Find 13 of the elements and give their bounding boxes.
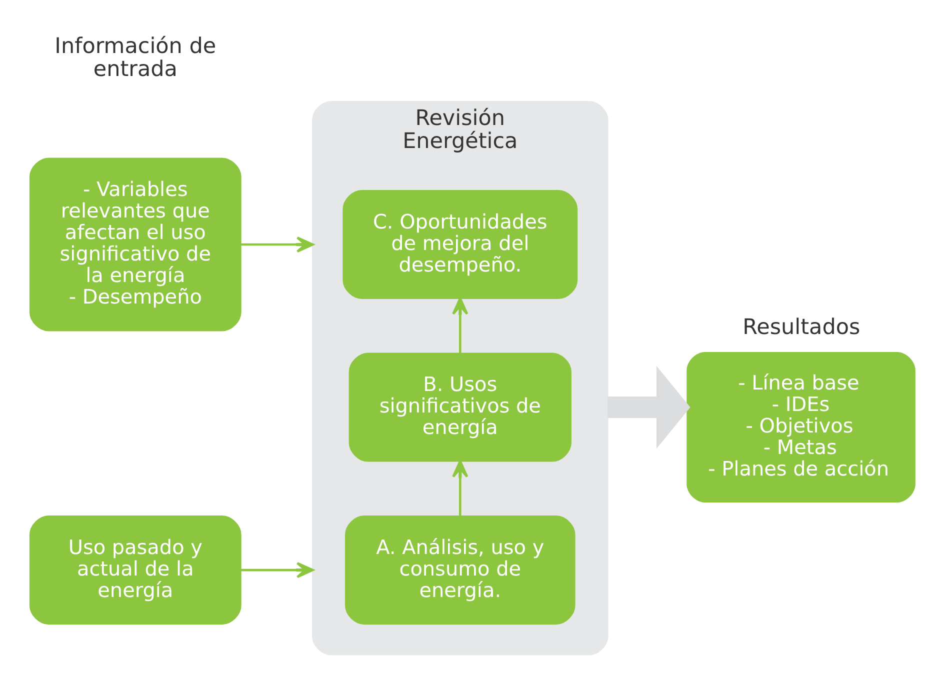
arrow (608, 366, 690, 449)
node-box: - Variables relevantes que afectan el uso significativo de la energía - Desempeño (29, 158, 242, 332)
node-box: - Línea base - IDEs - Objetivos - Metas - Planes de acción (686, 352, 916, 502)
label: Información de entrada (54, 34, 216, 82)
arrow (240, 562, 314, 578)
node-box: C. Oportunidades de mejora del desempeño. (342, 190, 578, 300)
arrow (452, 297, 468, 354)
arrow (240, 236, 314, 253)
arrow (452, 460, 468, 516)
node-box: A. Análisis, uso y consumo de energía. (344, 516, 576, 625)
node-box: Uso pasado y actual de la energía (29, 516, 242, 625)
node-label: Resultados (742, 314, 860, 340)
node-box: B. Usos significativos de energía (348, 352, 572, 462)
